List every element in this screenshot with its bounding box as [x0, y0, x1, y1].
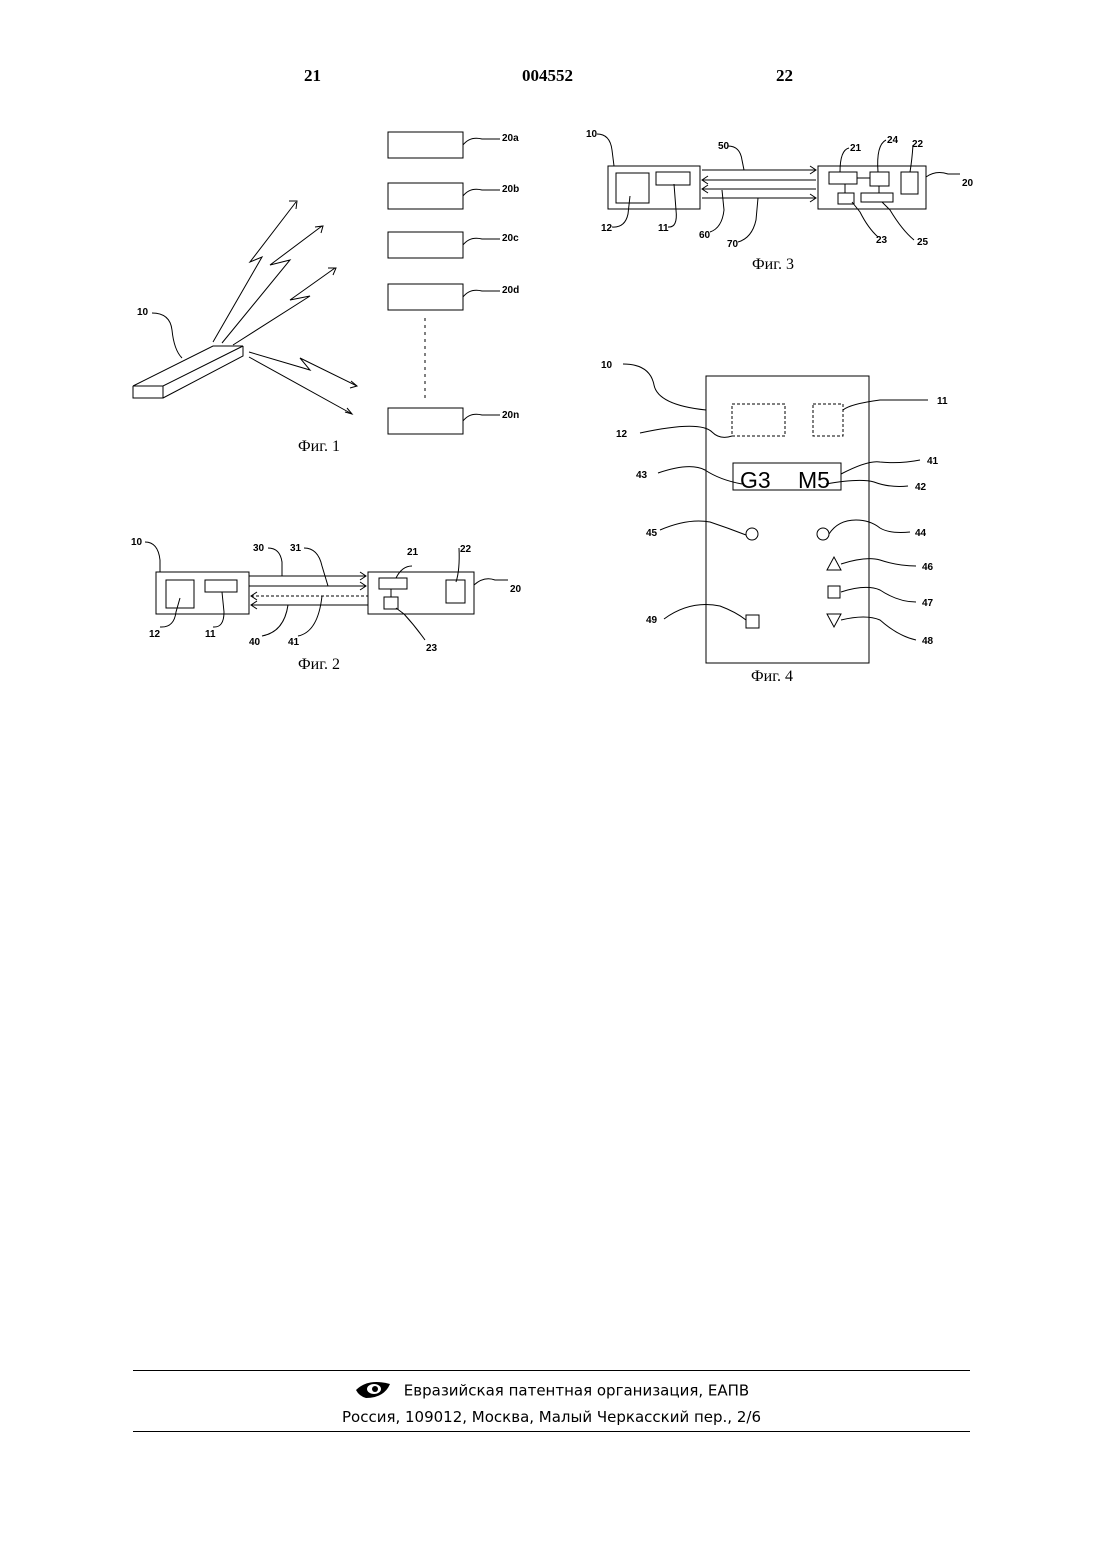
fig4-label-10: 10: [601, 360, 613, 371]
fig1-receiver-20d: [388, 284, 463, 310]
fig3-label-50: 50: [718, 141, 730, 152]
fig1-signal-1: [213, 202, 296, 342]
fig4-button-49: [746, 615, 759, 628]
fig4-label-42: 42: [915, 482, 927, 493]
fig1-receiver-20a: [388, 132, 463, 158]
fig3-label-11: 11: [658, 223, 669, 234]
figure-4: G3 M5 10 12 11 43 41 42 45 44 46 47 48 4…: [601, 360, 948, 685]
fig1-label-20a: 20a: [502, 133, 519, 144]
fig4-device-body: [706, 376, 869, 663]
fig2-label-11: 11: [205, 629, 216, 640]
fig3-label-10: 10: [586, 129, 598, 140]
fig4-label-46: 46: [922, 562, 934, 573]
figure-2: 10 30 31 21 22 20 12 11 40 41 23 Фиг. 2: [131, 537, 522, 673]
fig3-label-12: 12: [601, 223, 613, 234]
fig4-down-button-48: [827, 614, 841, 627]
fig4-label-41: 41: [927, 456, 939, 467]
fig2-label-10: 10: [131, 537, 143, 548]
fig1-label-20d: 20d: [502, 285, 519, 296]
footer-address: Россия, 109012, Москва, Малый Черкасский…: [133, 1408, 970, 1426]
fig2-label-30: 30: [253, 543, 265, 554]
fig3-label-60: 60: [699, 230, 711, 241]
fig1-caption: Фиг. 1: [298, 438, 340, 455]
fig2-label-21: 21: [407, 547, 419, 558]
fig3-label-70: 70: [727, 239, 739, 250]
fig2-label-12: 12: [149, 629, 161, 640]
fig2-label-31: 31: [290, 543, 302, 554]
fig4-label-11: 11: [937, 396, 948, 407]
figure-1: 20a 20b 20c 20d 20n 10 Фиг. 1: [133, 132, 519, 455]
fig1-device: [133, 346, 243, 398]
fig3-label-24: 24: [887, 135, 899, 146]
fig3-label-25: 25: [917, 237, 929, 248]
fig1-label-10: 10: [137, 307, 149, 318]
fig1-signal-3: [233, 268, 335, 345]
footer-top-rule: [133, 1370, 970, 1371]
fig2-label-22: 22: [460, 544, 472, 555]
figure-3: 10 50 21 24 22 20 12 11 60 70 23 25 Фиг.…: [586, 129, 974, 273]
fig4-square-button-47: [828, 586, 840, 598]
fig4-label-48: 48: [922, 636, 934, 647]
fig4-button-44: [817, 528, 829, 540]
fig1-signal-2: [222, 226, 322, 343]
fig2-label-41: 41: [288, 637, 300, 648]
fig4-label-47: 47: [922, 598, 934, 609]
fig4-display-right: M5: [798, 467, 830, 493]
fig4-label-44: 44: [915, 528, 927, 539]
fig4-button-45: [746, 528, 758, 540]
fig2-label-40: 40: [249, 637, 261, 648]
fig1-receiver-20c: [388, 232, 463, 258]
footer-organization: Евразийская патентная организация, ЕАПВ: [404, 1382, 749, 1400]
fig1-label-20b: 20b: [502, 184, 519, 195]
drawings-sheet: 20a 20b 20c 20d 20n 10 Фиг. 1: [0, 0, 1100, 760]
fig3-label-23: 23: [876, 235, 888, 246]
fig4-label-49: 49: [646, 615, 658, 626]
fig1-signal-5: [249, 357, 352, 414]
fig2-label-20: 20: [510, 584, 522, 595]
fig1-label-20c: 20c: [502, 233, 519, 244]
fig3-label-22: 22: [912, 139, 924, 150]
footer-bottom-rule: [133, 1431, 970, 1432]
fig1-label-20n: 20n: [502, 410, 519, 421]
fig1-receiver-20b: [388, 183, 463, 209]
fig1-receiver-20n: [388, 408, 463, 434]
fig2-label-23: 23: [426, 643, 438, 654]
fig4-label-45: 45: [646, 528, 658, 539]
fig4-up-button-46: [827, 557, 841, 570]
fig2-caption: Фиг. 2: [298, 656, 340, 673]
fig4-display-left: G3: [740, 467, 771, 493]
footer-organization-line: Евразийская патентная организация, ЕАПВ: [133, 1378, 970, 1404]
fig3-label-21: 21: [850, 143, 862, 154]
fig4-caption: Фиг. 4: [751, 668, 793, 685]
fig3-label-20: 20: [962, 178, 974, 189]
eye-logo-icon: [354, 1378, 392, 1404]
fig3-caption: Фиг. 3: [752, 256, 794, 273]
fig4-label-43: 43: [636, 470, 648, 481]
fig1-signal-4: [249, 352, 357, 386]
fig4-label-12: 12: [616, 429, 628, 440]
